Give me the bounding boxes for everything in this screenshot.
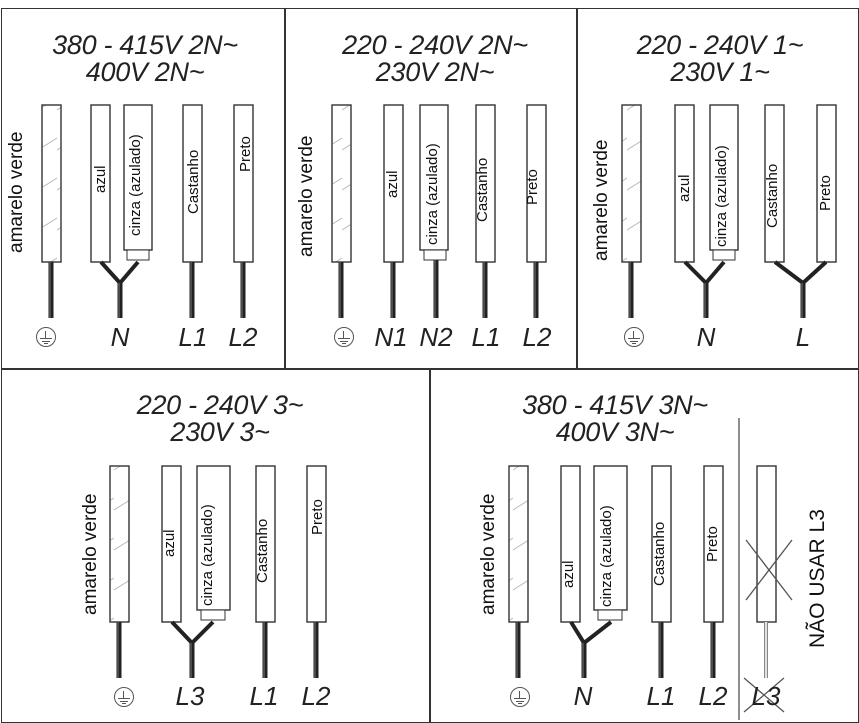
wire-l3-joined [170,620,194,645]
conductor-label-earth: amarelo verde [6,131,27,253]
conductor-earth [109,465,130,623]
conductor-label-grey: cinza (azulado) [127,134,144,236]
conductor-black [306,465,327,623]
crossed-out-l3-conductor [743,539,793,713]
conductor-label-blue: azul [676,174,693,202]
conductor-label-blue: azul [560,560,577,588]
earth-ground-icon [114,687,134,707]
conductor-l3-unused [756,465,777,623]
panel-3-title: 220 - 240V 1~ 230V 1~ [585,32,855,86]
conductor-label-brown: Castanho [254,518,271,583]
panel-380-415v-2n [1,8,286,370]
panel-1-title-line1: 380 - 415V 2N~ [52,30,238,60]
panel-3-title-line2: 230V 1~ [670,57,770,87]
conductor-label-brown: Castanho [474,157,491,222]
terminal-label-n: N [110,322,130,352]
terminal-label-n2: N2 [419,322,453,352]
conductor-black [816,104,837,263]
conductor-grey [419,104,449,251]
conductor-label-grey: cinza (azulado) [199,504,216,606]
panel-1-title-line2: 400V 2N~ [85,57,205,87]
panel-4-title: 220 - 240V 3~ 230V 3~ [85,392,355,446]
conductor-label-brown: Castanho [651,521,668,586]
conductor-label-black: Preto [309,499,326,535]
panel-2-title-line1: 220 - 240V 2N~ [342,30,528,60]
earth-ground-icon [36,327,56,347]
conductor-grey [196,465,231,611]
panel-2-title-line2: 230V 2N~ [375,57,495,87]
panel-1-title: 380 - 415V 2N~ 400V 2N~ [10,32,280,86]
conductor-label-grey: cinza (azulado) [598,505,615,607]
conductor-ferrule [126,249,150,261]
panel-4-title-line2: 230V 3~ [170,417,270,447]
conductor-earth [621,104,642,263]
terminal-label-l: L [795,322,811,352]
conductor-label-grey: cinza (azulado) [713,145,730,247]
panel-220-240v-2n [284,8,578,370]
conductor-label-blue: azul [161,529,178,557]
conductor-label-black: Preto [704,526,721,562]
conductor-ferrule [712,249,736,261]
panel-3-title-line1: 220 - 240V 1~ [636,30,804,60]
conductor-label-earth: amarelo verde [80,493,101,615]
conductor-blue [90,104,111,263]
conductor-label-black: Preto [817,175,834,211]
conductor-label-earth: amarelo verde [591,139,612,261]
terminal-label-l1: L1 [249,681,279,711]
conductor-label-earth: amarelo verde [478,493,499,615]
conductor-label-grey: cinza (azulado) [424,143,441,245]
panel-2-title: 220 - 240V 2N~ 230V 2N~ [295,32,575,86]
conductor-label-blue: azul [92,165,109,193]
terminal-label-l1: L1 [178,322,208,352]
conductor-earth [331,104,352,263]
conductor-label-blue: azul [384,170,401,198]
earth-ground-icon [334,327,354,347]
conductor-earth [508,465,529,623]
conductor-label-brown: Castanho [185,149,202,214]
wire-neutral-joined [99,260,122,285]
conductor-earth [41,104,62,263]
wire-neutral-joined [683,260,708,285]
conductor-black [233,104,254,263]
conductor-brown [764,104,785,263]
terminal-label-n1: N1 [374,322,408,352]
conductor-ferrule [597,609,623,621]
terminal-label-l2: L2 [301,681,331,711]
warning-do-not-use-l3: NÃO USAR L3 [806,509,829,648]
panel-5-title: 380 - 415V 3N~ 400V 3N~ [480,392,750,446]
terminal-label-l3: L3 [175,681,205,711]
terminal-label-l1: L1 [471,322,501,352]
conductor-blue [161,465,182,623]
panel-5-title-line2: 400V 3N~ [555,417,675,447]
conductor-grey [593,465,628,611]
wire-line-joined [773,260,805,285]
terminal-label-n: N [573,681,593,711]
conductor-label-brown: Castanho [764,163,781,228]
panel-5-title-line1: 380 - 415V 3N~ [522,390,708,420]
panel-4-title-line1: 220 - 240V 3~ [136,390,304,420]
conductor-ferrule [423,249,447,261]
terminal-label-l2: L2 [698,681,728,711]
conductor-label-black: Preto [524,169,541,205]
conductor-blue [674,104,695,263]
terminal-label-n: N [696,322,716,352]
conductor-label-black: Preto [237,136,254,172]
terminal-label-l3-unused: L3 [751,681,781,711]
terminal-label-l1: L1 [646,681,676,711]
wire-neutral-joined [569,620,586,645]
conductor-ferrule [200,609,226,621]
earth-ground-icon [510,687,530,707]
conductor-label-earth: amarelo verde [296,135,317,257]
conductor-blue [560,465,581,623]
terminal-label-l2: L2 [522,322,552,352]
terminal-label-l2: L2 [228,322,258,352]
earth-ground-icon [624,327,644,347]
